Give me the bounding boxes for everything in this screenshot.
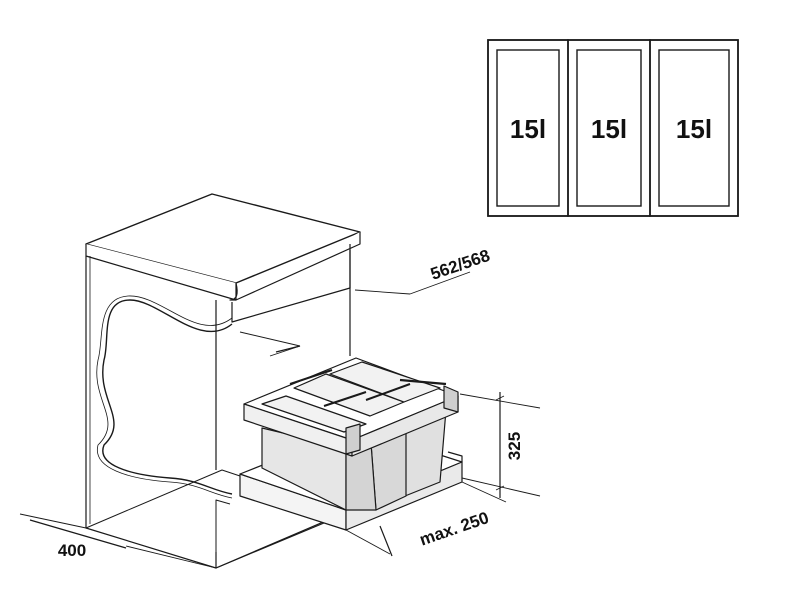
countertop [85, 193, 361, 284]
dimension-lines [19, 271, 541, 569]
compartment-3-label: 15l [676, 114, 712, 144]
max-offset-dimension-label: max. 250 [417, 508, 491, 549]
waste-bin-system [239, 357, 463, 531]
layout-frame [487, 39, 739, 217]
compartment-layout [487, 39, 739, 217]
width-dimension-label: 400 [58, 541, 86, 560]
depth-dimension-label: 562/568 [428, 246, 492, 284]
compartment-1-label: 15l [510, 114, 546, 144]
cabinet [85, 193, 361, 569]
height-dimension-label: 325 [505, 432, 524, 460]
cable [102, 299, 233, 495]
compartment-2-label: 15l [591, 114, 627, 144]
compartment-3 [649, 39, 739, 217]
cabinet-side-panel [85, 256, 217, 569]
